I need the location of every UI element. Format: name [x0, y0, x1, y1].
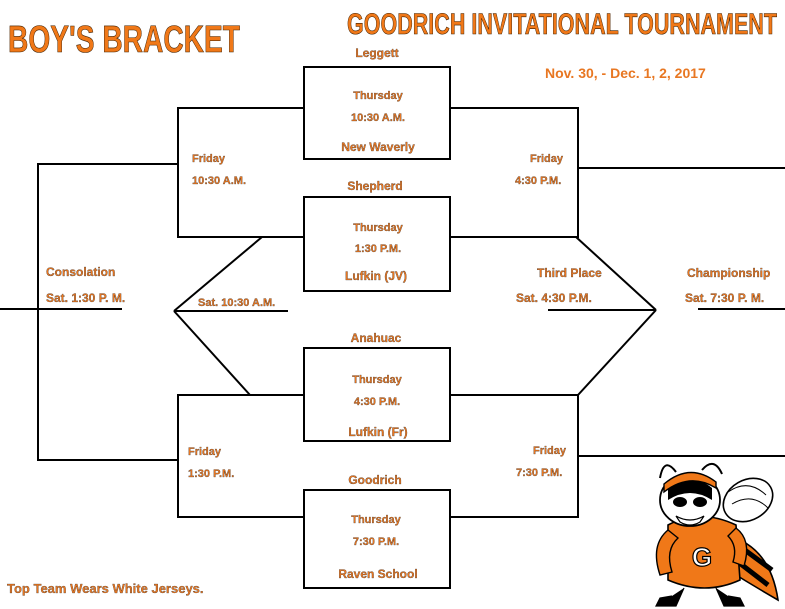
game2-team-top: Shepherd: [347, 179, 402, 193]
game-box-2: [303, 196, 451, 292]
left-top-time: 10:30 A.M.: [192, 175, 246, 187]
footer-note: Top Team Wears White Jerseys.: [7, 581, 204, 596]
game1-team-bottom: New Waverly: [341, 140, 415, 154]
game2-team-bottom: Lufkin (JV): [345, 269, 407, 283]
game3-time: 4:30 P.M.: [354, 396, 400, 408]
third-place-upper-line: [575, 236, 657, 311]
consolation-time: Sat. 1:30 P. M.: [46, 291, 125, 305]
championship-time: Sat. 7:30 P. M.: [685, 291, 764, 305]
right-top-bracket-line: [450, 107, 579, 238]
game4-team-top: Goodrich: [348, 473, 401, 487]
game3-team-bottom: Lufkin (Fr): [348, 425, 407, 439]
right-bottom-day: Friday: [533, 445, 567, 457]
game1-day: Thursday: [353, 90, 403, 102]
consolation-semi-lower-line: [173, 310, 251, 396]
game1-team-top: Leggett: [355, 46, 398, 60]
left-outer-bracket-line: [37, 163, 178, 461]
consolation-label: Consolation: [46, 265, 115, 279]
bracket-title: BOY'S BRACKET: [8, 19, 240, 61]
game3-day: Thursday: [352, 374, 402, 386]
game4-team-bottom: Raven School: [338, 567, 417, 581]
mascot-letter: G: [692, 542, 712, 572]
left-bottom-bracket-line: [177, 394, 304, 518]
right-top-time: 4:30 P.M.: [515, 175, 561, 187]
hornet-mascot-icon: G: [655, 463, 780, 607]
game-box-1: [303, 66, 451, 160]
consolation-semi-upper-line: [173, 236, 263, 312]
consolation-semi-time: Sat. 10:30 A.M.: [198, 297, 275, 309]
third-place-time: Sat. 4:30 P.M.: [516, 291, 592, 305]
left-bottom-time: 1:30 P.M.: [188, 468, 234, 480]
tournament-title: GOODRICH INVITATIONAL TOURNAMENT: [347, 8, 777, 41]
third-place-label: Third Place: [537, 266, 602, 280]
game2-time: 1:30 P.M.: [355, 243, 401, 255]
third-place-lower-line: [577, 309, 657, 396]
left-bottom-day: Friday: [188, 446, 222, 458]
game1-time: 10:30 A.M.: [351, 112, 405, 124]
game3-team-top: Anahuac: [351, 331, 402, 345]
tournament-dates: Nov. 30, - Dec. 1, 2, 2017: [545, 65, 706, 81]
left-top-bracket-line: [177, 107, 304, 238]
game4-time: 7:30 P.M.: [353, 536, 399, 548]
right-bottom-time: 7:30 P.M.: [516, 467, 562, 479]
game4-day: Thursday: [351, 514, 401, 526]
left-top-day: Friday: [192, 153, 226, 165]
championship-label: Championship: [687, 266, 770, 280]
right-top-day: Friday: [530, 153, 564, 165]
game-box-4: [303, 489, 451, 589]
game2-day: Thursday: [353, 222, 403, 234]
